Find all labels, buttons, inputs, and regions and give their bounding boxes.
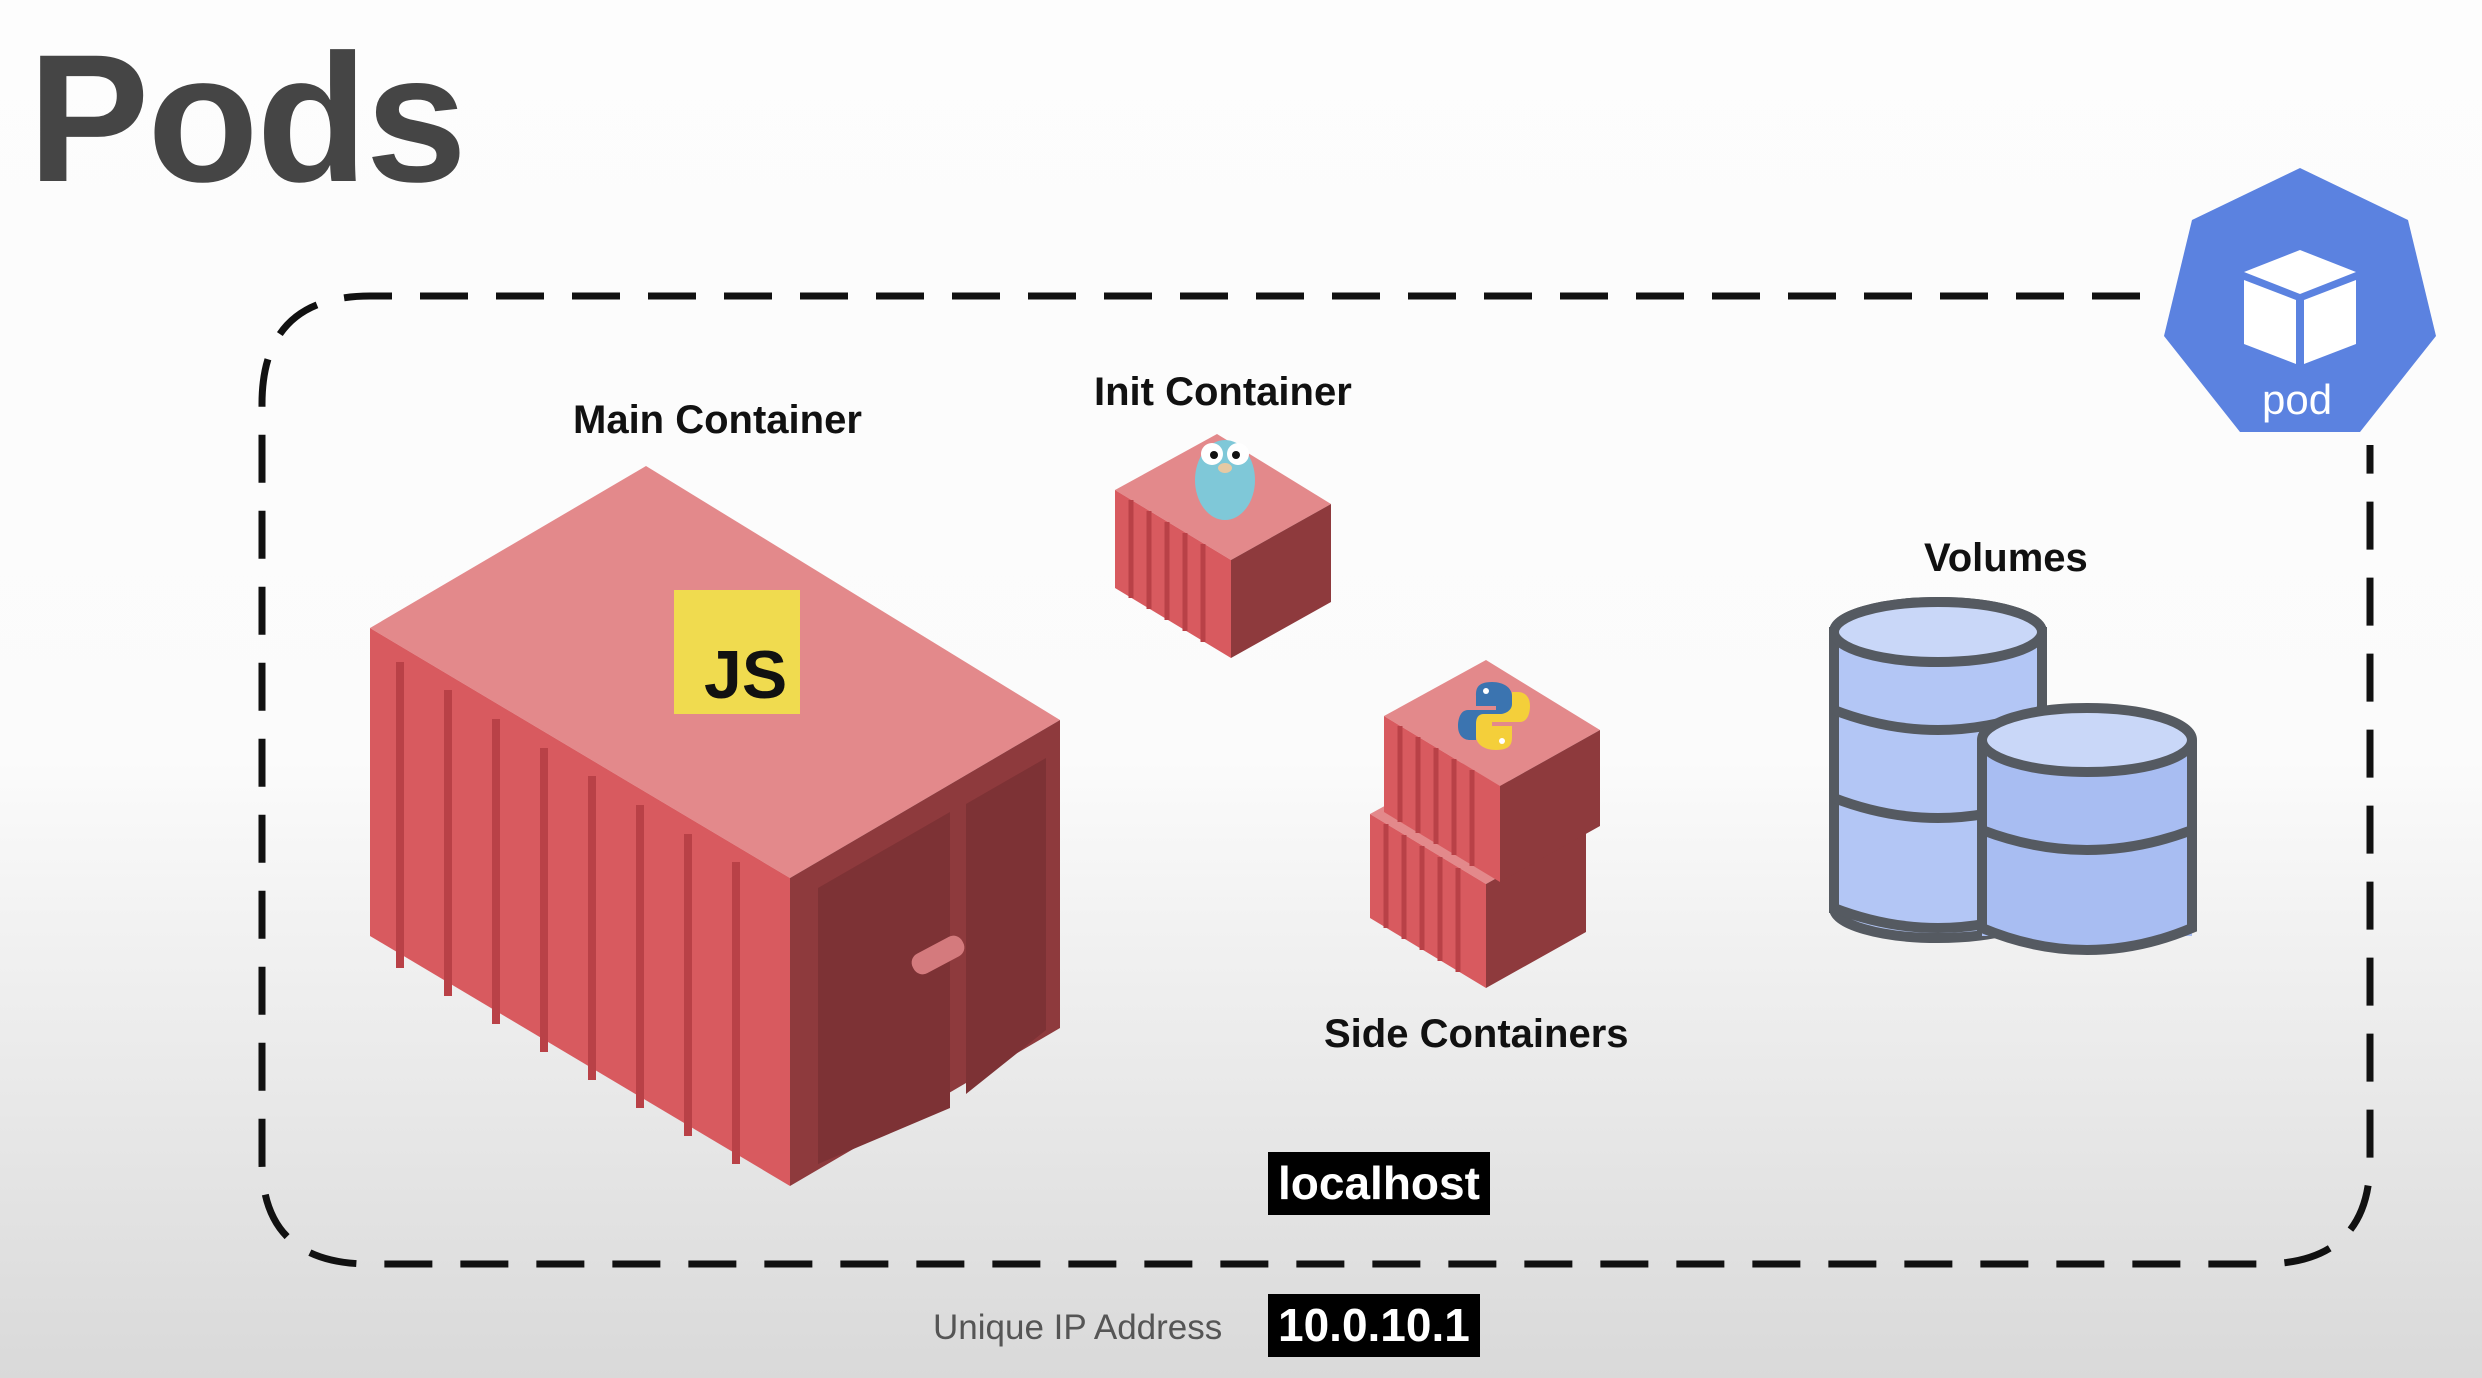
kubernetes-pod-icon [2164, 168, 2436, 432]
volumes-label: Volumes [1924, 536, 2088, 580]
page-title: Pods [28, 16, 467, 220]
localhost-tag: localhost [1268, 1152, 1490, 1215]
go-gopher-icon [1195, 440, 1255, 520]
init-container-label: Init Container [1094, 370, 1352, 414]
database-stack-icon [1829, 597, 2197, 955]
main-container-icon [370, 466, 1060, 1186]
python-logo-icon [1458, 682, 1530, 750]
js-badge: JS [704, 637, 788, 713]
ip-caption: Unique IP Address [933, 1308, 1223, 1347]
main-container-label: Main Container [573, 398, 862, 442]
ip-address-tag: 10.0.10.1 [1268, 1294, 1480, 1357]
pod-badge-label: pod [2262, 376, 2333, 423]
side-containers-label: Side Containers [1324, 1012, 1629, 1056]
